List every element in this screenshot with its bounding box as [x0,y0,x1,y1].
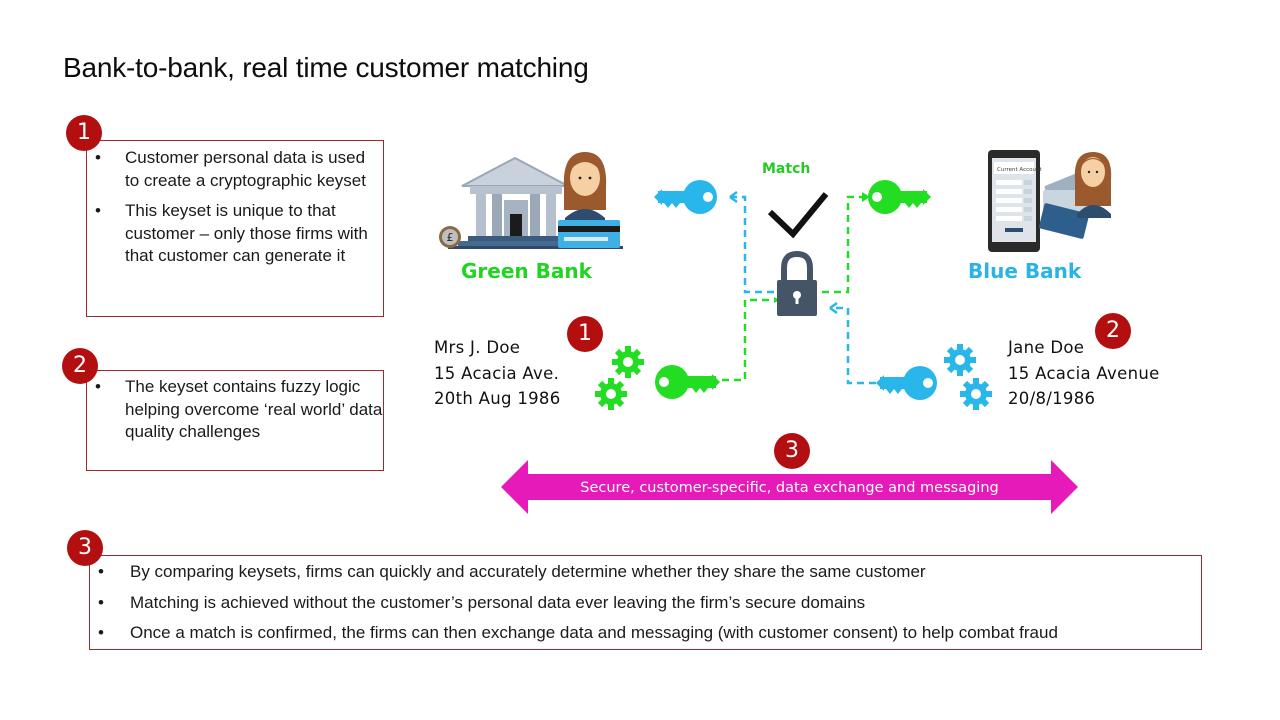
key-icon [876,366,937,400]
bullet-item: By comparing keysets, firms can quickly … [90,561,1201,584]
woman-avatar-icon [563,152,607,223]
customer-dob: 20/8/1986 [1008,389,1096,408]
info-panel-1: Customer personal data is used to create… [86,140,384,317]
gear-icon [944,344,976,376]
green-bank-step-badge: 1 [567,316,603,352]
arrowhead [862,192,870,202]
blue-gears [944,344,992,410]
smartphone-icon: Current Account [988,150,1042,252]
checkmark-icon [767,192,829,239]
blue-connector-bottom [830,306,876,385]
exchange-step-badge: 3 [774,433,810,469]
pound-coin-icon: £ [439,226,461,248]
gear-icon [960,378,992,410]
blue-bank-illustration: Current Account [988,150,1112,252]
green-bank-illustration: £ [439,152,623,249]
credit-card-icon [558,220,620,248]
bank-building-icon [448,156,623,249]
panel-1-bullets: Customer personal data is used to create… [87,147,383,268]
page-title: Bank-to-bank, real time customer matchin… [63,52,589,83]
customer-address: 15 Acacia Avenue [1008,363,1160,383]
step-badge-2: 2 [62,348,98,384]
padlock-icon [777,250,817,316]
green-bank-label: Green Bank [461,259,592,283]
gear-icon [612,346,644,378]
bullet-item: Customer personal data is used to create… [87,147,383,192]
customer-address: 15 Acacia Ave. [434,363,560,383]
green-connector-bottom [722,298,770,382]
svg-text:£: £ [447,231,454,244]
blue-connector-top [730,195,776,294]
panel-2-bullets: The keyset contains fuzzy logic helping … [87,376,383,444]
bullet-item: The keyset contains fuzzy logic helping … [87,376,383,444]
bullet-item: Matching is achieved without the custome… [90,592,1201,615]
gear-icon [595,378,627,410]
bullet-item: Once a match is confirmed, the firms can… [90,622,1201,645]
exchange-label: Secure, customer-specific, data exchange… [580,480,999,496]
info-panel-2: The keyset contains fuzzy logic helping … [86,370,384,471]
key-icon [655,365,720,399]
info-panel-3: By comparing keysets, firms can quickly … [89,555,1202,650]
step-badge-3: 3 [67,530,103,566]
match-label: Match [762,161,811,177]
panel-3-bullets: By comparing keysets, firms can quickly … [90,561,1201,645]
phone-screen-title: Current Account [997,167,1042,173]
arrowhead [829,301,838,315]
customer-name: Mrs J. Doe [434,338,521,357]
customer-dob: 20th Aug 1986 [434,389,561,408]
blue-bank-label: Blue Bank [968,259,1082,283]
key-icon [654,180,717,214]
arrowhead [729,190,738,204]
blue-bank-step-badge: 2 [1095,313,1131,349]
key-icon [868,180,931,214]
matching-flow-diagram [654,180,937,400]
green-gears [595,346,644,410]
bullet-item: This keyset is unique to that customer –… [87,200,383,268]
customer-name: Jane Doe [1008,338,1085,357]
blue-bank-customer-record: Jane Doe 15 Acacia Avenue 20/8/1986 [1008,335,1160,412]
green-connector-top [822,195,862,294]
woman-avatar-icon [1074,152,1112,218]
step-badge-1: 1 [66,115,102,151]
green-bank-customer-record: Mrs J. Doe 15 Acacia Ave. 20th Aug 1986 [434,335,561,412]
double-arrow-icon [501,460,1078,514]
